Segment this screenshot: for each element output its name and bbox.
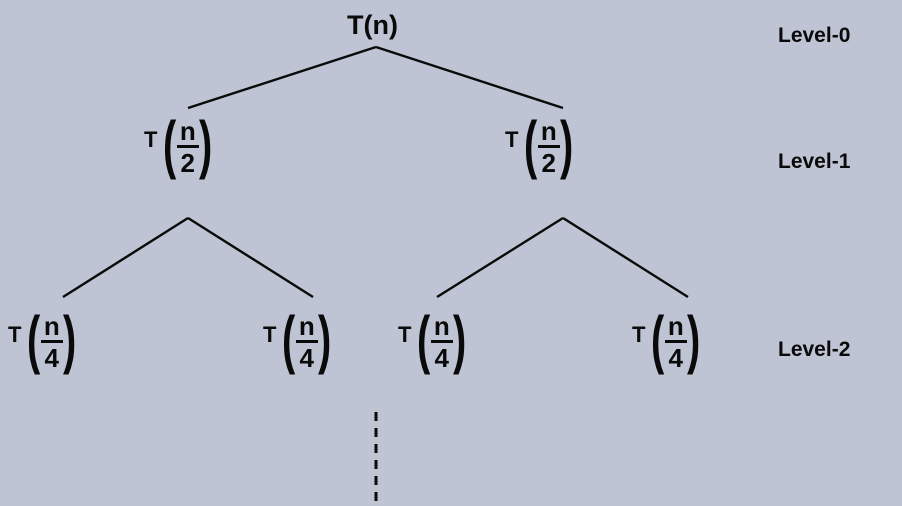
- left-paren: (: [27, 303, 41, 375]
- fraction: n 4: [40, 311, 63, 373]
- denominator: 2: [180, 148, 195, 178]
- level-2-label: Level-2: [778, 338, 851, 361]
- edge-root-right: [375, 45, 564, 110]
- fraction-bar: [40, 340, 63, 343]
- level1-node-left: T ( n 2 ): [144, 108, 216, 180]
- level2-node-2: T ( n 4 ): [263, 303, 335, 375]
- numerator: n: [667, 311, 684, 341]
- denominator: 2: [541, 148, 556, 178]
- fraction: n 4: [295, 311, 318, 373]
- node-t: T: [144, 127, 158, 152]
- right-paren: ): [452, 303, 467, 375]
- denominator: 4: [299, 343, 314, 373]
- left-paren: (: [524, 108, 538, 180]
- level-1-label: Level-1: [778, 150, 851, 173]
- numerator: n: [43, 311, 60, 341]
- numerator: n: [298, 311, 315, 341]
- root-node: T(n): [347, 10, 398, 40]
- fraction-bar: [176, 145, 199, 148]
- right-paren: ): [686, 303, 701, 375]
- edge-left-left: [62, 216, 189, 299]
- node-t: T: [398, 322, 412, 347]
- level2-node-1: T ( n 4 ): [8, 303, 80, 375]
- fraction: n 4: [430, 311, 453, 373]
- level-0-label: Level-0: [778, 24, 851, 47]
- right-paren: ): [62, 303, 77, 375]
- right-paren: ): [317, 303, 332, 375]
- level2-node-3: T ( n 4 ): [398, 303, 470, 375]
- right-paren: ): [198, 108, 213, 180]
- numerator: n: [433, 311, 450, 341]
- edge-left-right: [187, 216, 314, 299]
- fraction-bar: [295, 340, 318, 343]
- denominator: 4: [668, 343, 683, 373]
- fraction-bar: [537, 145, 560, 148]
- fraction-bar: [664, 340, 687, 343]
- fraction-bar: [430, 340, 453, 343]
- node-t: T: [505, 127, 519, 152]
- edge-right-right: [562, 216, 689, 299]
- node-t: T: [632, 322, 646, 347]
- level1-node-right: T ( n 2 ): [505, 108, 577, 180]
- edge-right-left: [436, 216, 564, 299]
- left-paren: (: [282, 303, 296, 375]
- fraction: n 2: [537, 116, 560, 178]
- node-t: T: [8, 322, 22, 347]
- numerator: n: [540, 116, 557, 146]
- left-paren: (: [651, 303, 665, 375]
- right-paren: ): [559, 108, 574, 180]
- left-paren: (: [163, 108, 177, 180]
- node-t: T: [263, 322, 277, 347]
- edge-root-left: [187, 45, 377, 110]
- level2-node-4: T ( n 4 ): [632, 303, 704, 375]
- numerator: n: [179, 116, 196, 146]
- fraction: n 2: [176, 116, 199, 178]
- denominator: 4: [44, 343, 59, 373]
- denominator: 4: [434, 343, 449, 373]
- fraction: n 4: [664, 311, 687, 373]
- left-paren: (: [417, 303, 431, 375]
